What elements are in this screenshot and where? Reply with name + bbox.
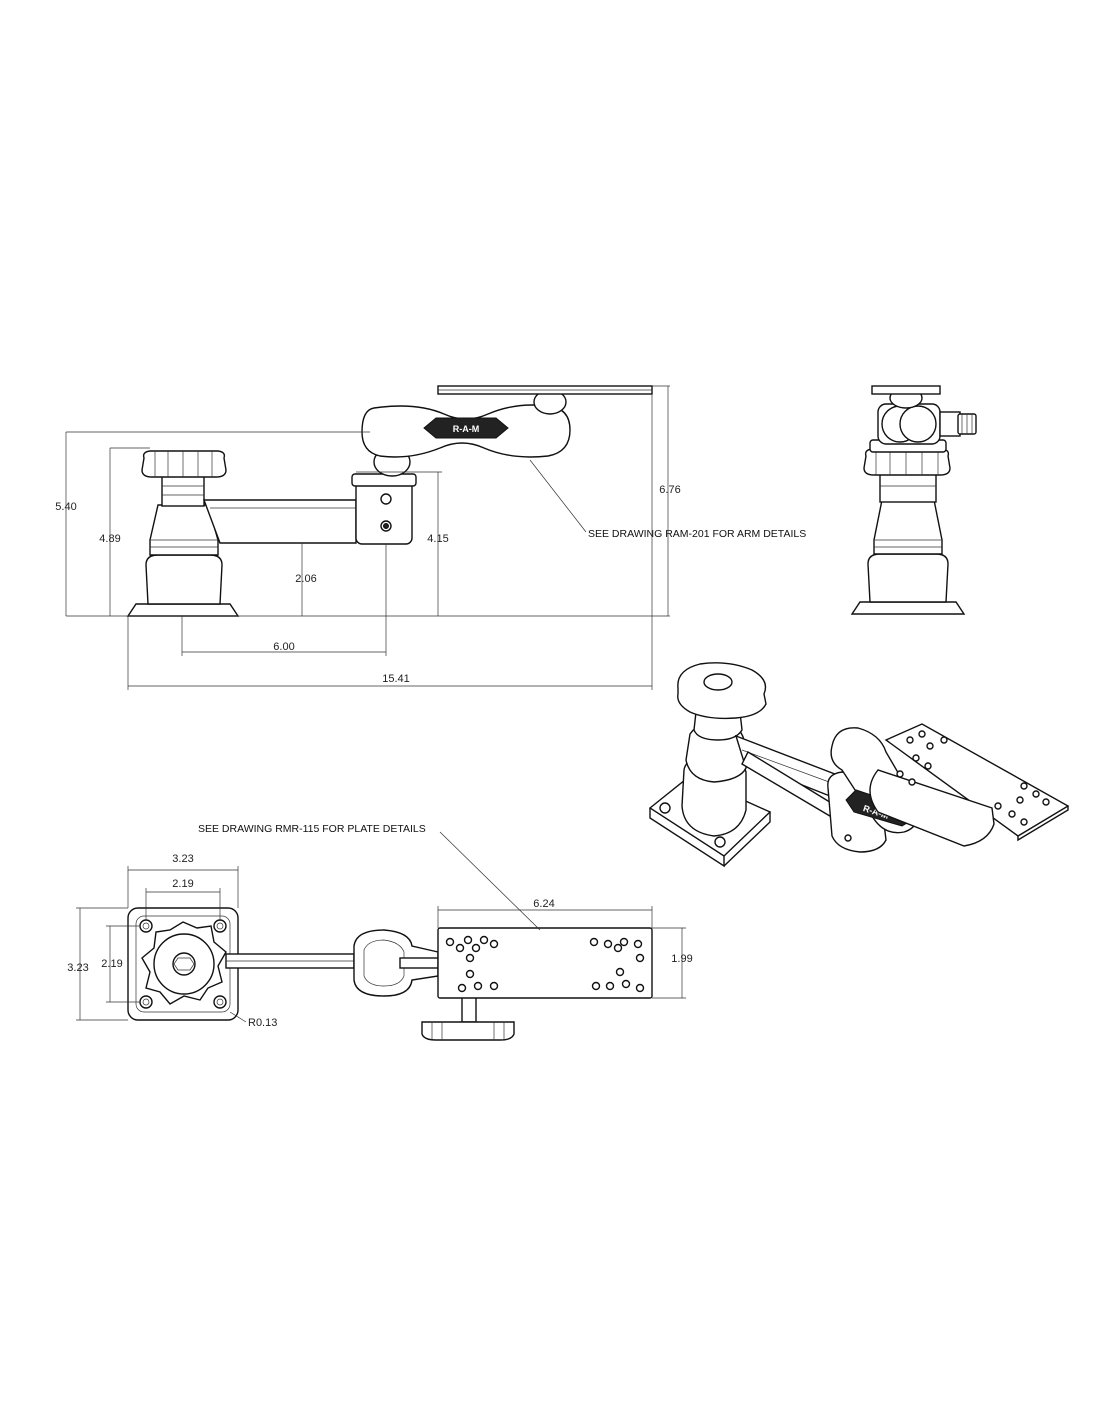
dim-plate-height: 6.76 <box>659 484 680 496</box>
base-lower <box>145 554 223 605</box>
plate-details-note: SEE DRAWING RMR-115 FOR PLATE DETAILS <box>198 823 426 835</box>
ram-logo-badge <box>423 417 509 439</box>
side-view: R-A-M SEE DRAWING RAM-201 FOR ARM DETAIL… <box>55 385 806 690</box>
arm-details-note: SEE DRAWING RAM-201 FOR ARM DETAILS <box>588 528 806 540</box>
plate-holes <box>445 935 645 993</box>
base-collar <box>149 504 219 556</box>
iso-plate-holes <box>896 730 1050 826</box>
dim-reach: 6.00 <box>273 641 294 653</box>
arm-socket <box>355 479 413 545</box>
dim-bolt-spacing-v: 2.19 <box>101 958 122 970</box>
dim-arm-height: 2.06 <box>295 573 316 585</box>
base-flange <box>126 603 240 617</box>
isometric-view: R-A-M <box>648 662 1070 868</box>
dim-overall-length: 15.41 <box>382 673 410 685</box>
dim-plate-length: 6.24 <box>533 898 554 910</box>
dim-base-width: 3.23 <box>172 853 193 865</box>
dim-corner-radius: R0.13 <box>248 1017 277 1029</box>
dim-plate-width: 1.99 <box>671 953 692 965</box>
dim-knob-height: 4.89 <box>99 533 120 545</box>
iso-knob <box>677 662 767 720</box>
ram-logo-text: R-A-M <box>453 424 480 434</box>
front-knob <box>863 448 951 476</box>
dim-base-height: 3.23 <box>67 962 88 974</box>
knob <box>141 450 227 478</box>
dim-overall-height: 5.40 <box>55 501 76 513</box>
front-view <box>850 385 977 615</box>
top-view: SEE DRAWING RMR-115 FOR PLATE DETAILS 3.… <box>67 823 693 1041</box>
dim-socket-height: 4.15 <box>427 533 448 545</box>
base-neck <box>161 475 205 507</box>
dim-bolt-spacing: 2.19 <box>172 878 193 890</box>
swing-arm <box>202 499 357 544</box>
